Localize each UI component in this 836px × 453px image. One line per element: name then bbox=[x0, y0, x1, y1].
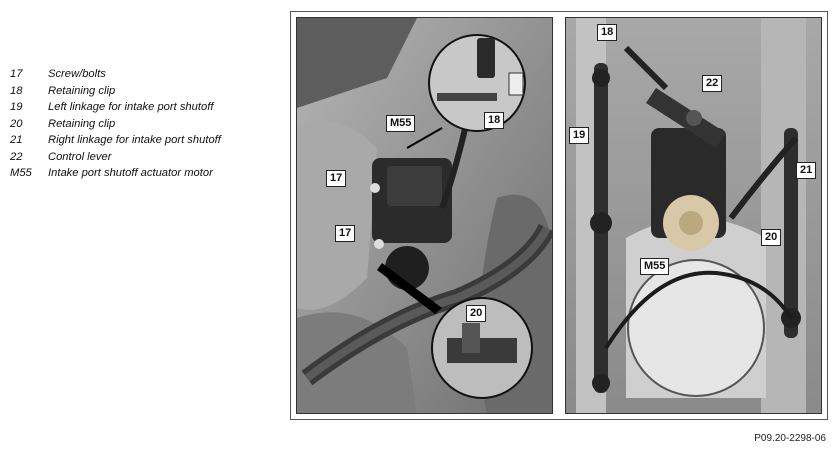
legend-code: 22 bbox=[10, 150, 23, 163]
callout-22-right: 22 bbox=[702, 75, 723, 92]
legend-item: 21 Right linkage for intake port shutoff bbox=[10, 132, 280, 149]
legend-item: M55 Intake port shutoff actuator motor bbox=[10, 165, 280, 182]
legend-desc: Retaining clip bbox=[48, 84, 116, 97]
engine-illustration-right bbox=[566, 18, 821, 413]
legend-desc: Control lever bbox=[48, 150, 112, 163]
legend-desc: Screw/bolts bbox=[48, 68, 106, 81]
legend-item: 17 Screw/bolts bbox=[10, 66, 280, 83]
legend-item: 20 Retaining clip bbox=[10, 116, 280, 133]
callout-21-right: 21 bbox=[796, 162, 817, 179]
callout-18-left: 18 bbox=[484, 112, 505, 129]
figure-reference: P09.20-2298-06 bbox=[754, 433, 826, 444]
engine-photo-left bbox=[296, 17, 553, 414]
legend-item: 22 Control lever bbox=[10, 149, 280, 166]
legend-code: M55 bbox=[10, 167, 32, 180]
legend-code: 18 bbox=[10, 84, 23, 97]
callout-20-left: 20 bbox=[466, 305, 487, 322]
legend-code: 17 bbox=[10, 68, 23, 81]
legend-desc: Right linkage for intake port shutoff bbox=[48, 134, 221, 147]
legend-code: 21 bbox=[10, 134, 23, 147]
callout-18-right: 18 bbox=[597, 24, 618, 41]
legend-item: 19 Left linkage for intake port shutoff bbox=[10, 99, 280, 116]
callout-20-right: 20 bbox=[761, 229, 782, 246]
legend-desc: Intake port shutoff actuator motor bbox=[48, 167, 213, 180]
callout-m55-right: M55 bbox=[640, 258, 670, 275]
callout-17-lower: 17 bbox=[335, 225, 356, 242]
legend-code: 19 bbox=[10, 101, 23, 114]
callout-19-right: 19 bbox=[569, 127, 590, 144]
legend-desc: Retaining clip bbox=[48, 117, 116, 130]
engine-illustration-left bbox=[297, 18, 552, 413]
engine-photo-right bbox=[565, 17, 822, 414]
callout-17-upper: 17 bbox=[326, 170, 347, 187]
legend-desc: Left linkage for intake port shutoff bbox=[48, 101, 214, 114]
legend-code: 20 bbox=[10, 117, 23, 130]
legend-item: 18 Retaining clip bbox=[10, 83, 280, 100]
callout-m55-left: M55 bbox=[386, 115, 416, 132]
